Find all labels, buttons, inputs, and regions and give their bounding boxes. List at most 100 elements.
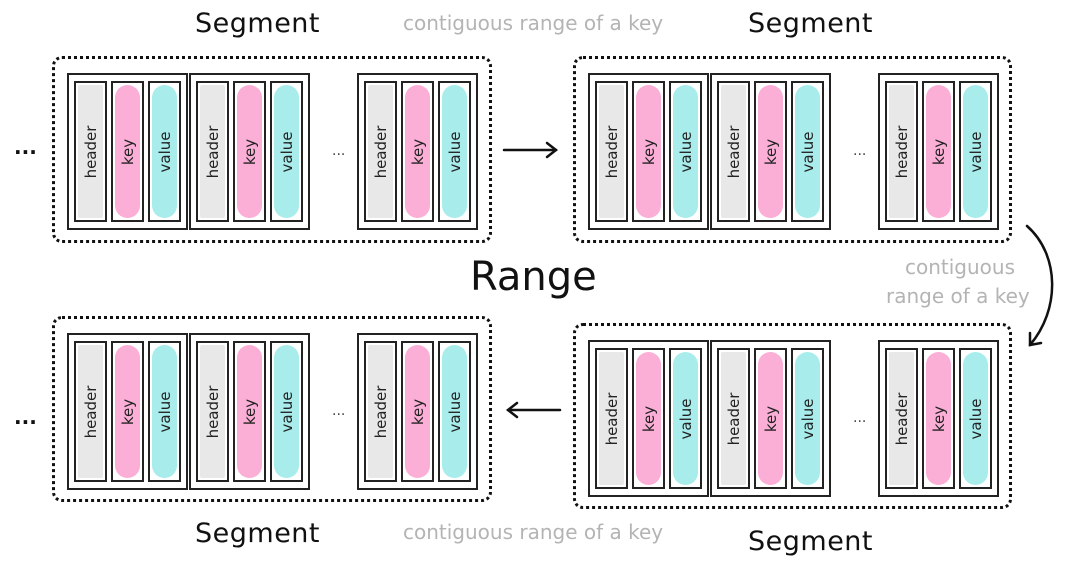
key-field: key [233, 81, 266, 222]
header-field: header [717, 81, 750, 222]
note-right-line1: contiguous [905, 255, 1016, 279]
value-fill [673, 85, 698, 218]
arrow-right-icon [502, 141, 559, 159]
trailing-ellipsis-bottom: ... [14, 405, 37, 429]
value-fill [442, 345, 467, 478]
segment-title-top-left: Segment [195, 8, 320, 39]
key-field: key [401, 341, 434, 482]
key-field: key [111, 341, 144, 482]
value-field: value [438, 341, 471, 482]
key-field: key [233, 341, 266, 482]
records-ellipsis: ... [853, 143, 867, 159]
header-fill [200, 85, 225, 218]
key-fill [405, 85, 430, 218]
value-fill [795, 352, 820, 485]
key-field: key [401, 81, 434, 222]
value-fill [963, 85, 988, 218]
header-field: header [364, 341, 397, 482]
header-fill [368, 345, 393, 478]
value-fill [673, 352, 698, 485]
key-fill [237, 345, 262, 478]
segment-title-top-right: Segment [748, 8, 873, 39]
header-field: header [74, 341, 107, 482]
value-fill [963, 352, 988, 485]
header-field: header [717, 348, 750, 489]
key-field: key [922, 348, 955, 489]
value-field: value [438, 81, 471, 222]
header-fill [721, 85, 746, 218]
arrow-left-icon [505, 401, 562, 419]
value-field: value [270, 81, 303, 222]
key-fill [115, 85, 140, 218]
key-fill [237, 85, 262, 218]
key-field: key [754, 81, 787, 222]
header-fill [368, 85, 393, 218]
key-field: key [632, 81, 665, 222]
value-field: value [148, 341, 181, 482]
value-fill [152, 345, 177, 478]
value-field: value [959, 81, 992, 222]
key-field: key [754, 348, 787, 489]
header-fill [721, 352, 746, 485]
key-field: key [922, 81, 955, 222]
value-field: value [148, 81, 181, 222]
key-fill [636, 85, 661, 218]
value-field: value [669, 81, 702, 222]
header-field: header [885, 81, 918, 222]
value-field: value [669, 348, 702, 489]
key-fill [405, 345, 430, 478]
arrow-curved-down-icon [1025, 224, 1054, 347]
segment-title-bottom-left: Segment [195, 518, 320, 549]
value-field: value [959, 348, 992, 489]
header-field: header [74, 81, 107, 222]
records-ellipsis: ... [332, 143, 346, 159]
range-title: Range [470, 254, 597, 300]
header-field: header [595, 81, 628, 222]
key-fill [115, 345, 140, 478]
value-field: value [270, 341, 303, 482]
header-fill [78, 85, 103, 218]
header-field: header [196, 81, 229, 222]
key-field: key [632, 348, 665, 489]
header-fill [200, 345, 225, 478]
value-fill [442, 85, 467, 218]
note-bottom: contiguous range of a key [403, 520, 664, 544]
note-right-line2: range of a key [886, 284, 1030, 308]
key-fill [758, 85, 783, 218]
note-top: contiguous range of a key [403, 11, 664, 35]
value-fill [152, 85, 177, 218]
value-fill [274, 85, 299, 218]
key-field: key [111, 81, 144, 222]
records-ellipsis: ... [853, 410, 867, 426]
header-field: header [595, 348, 628, 489]
header-field: header [196, 341, 229, 482]
leading-ellipsis-top: ... [14, 135, 37, 159]
key-fill [926, 352, 951, 485]
records-ellipsis: ... [332, 403, 346, 419]
key-fill [926, 85, 951, 218]
value-fill [274, 345, 299, 478]
header-fill [889, 352, 914, 485]
key-fill [636, 352, 661, 485]
header-field: header [364, 81, 397, 222]
value-field: value [791, 348, 824, 489]
header-fill [599, 85, 624, 218]
header-fill [599, 352, 624, 485]
